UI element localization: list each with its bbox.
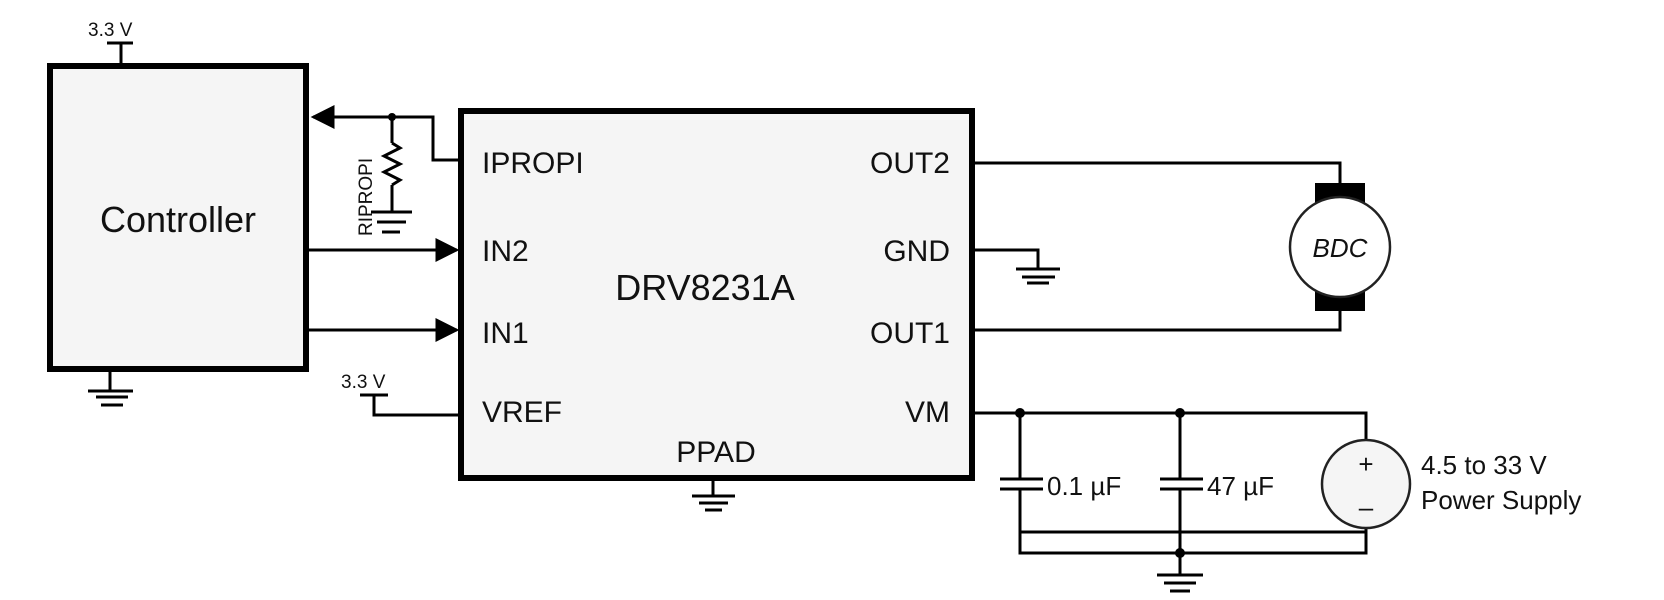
- power-supply-name-label: Power Supply: [1421, 485, 1581, 515]
- pin-in1: IN1: [482, 317, 529, 350]
- chip-box: [458, 108, 975, 481]
- pin-vref: VREF: [482, 396, 562, 429]
- gnd-pin-ground-icon: [972, 248, 1060, 285]
- supply-ground-icon: [1157, 553, 1203, 593]
- capacitor-0-1uf-label: 0.1 µF: [1047, 471, 1121, 501]
- pin-out2: OUT2: [870, 147, 950, 180]
- pin-in2: IN2: [482, 235, 529, 268]
- out2-wire: [972, 161, 1342, 183]
- vref-supply: 3.3 V: [341, 372, 461, 417]
- ripropi-resistor-icon: [371, 117, 412, 234]
- pin-ppad: PPAD: [676, 436, 755, 469]
- controller-ground-icon: [88, 369, 133, 407]
- minus-sign: –: [1359, 492, 1374, 522]
- power-supply-icon: + –: [1320, 438, 1412, 530]
- controller-box: [47, 63, 309, 372]
- vref-supply-label: 3.3 V: [341, 372, 386, 393]
- controller-supply: 3.3 V: [88, 20, 133, 66]
- chip-name: DRV8231A: [615, 267, 794, 308]
- ppad-ground-icon: [692, 478, 735, 512]
- out1-wire: [972, 310, 1342, 332]
- pin-iprop: IPROPI: [482, 147, 584, 180]
- pin-vm: VM: [905, 396, 950, 429]
- motor-icon: BDC: [1288, 183, 1392, 311]
- controller-block: Controller: [47, 63, 309, 372]
- motor-label: BDC: [1313, 233, 1368, 263]
- vm-net: [972, 408, 1368, 558]
- pin-out1: OUT1: [870, 317, 950, 350]
- capacitor-47uf-label: 47 µF: [1207, 471, 1274, 501]
- capacitor-47uf-icon: [1160, 413, 1368, 555]
- controller-label: Controller: [100, 199, 256, 240]
- controller-supply-label: 3.3 V: [88, 20, 133, 41]
- ripropi-label: RIPROPI: [356, 158, 377, 236]
- chip-block: DRV8231A IPROPI IN2 IN1 VREF OUT2 GND OU…: [458, 108, 975, 481]
- plus-sign: +: [1358, 449, 1373, 479]
- power-supply-voltage-label: 4.5 to 33 V: [1421, 450, 1547, 480]
- pin-gnd: GND: [883, 235, 950, 268]
- capacitor-0-1uf-icon: [1000, 413, 1180, 555]
